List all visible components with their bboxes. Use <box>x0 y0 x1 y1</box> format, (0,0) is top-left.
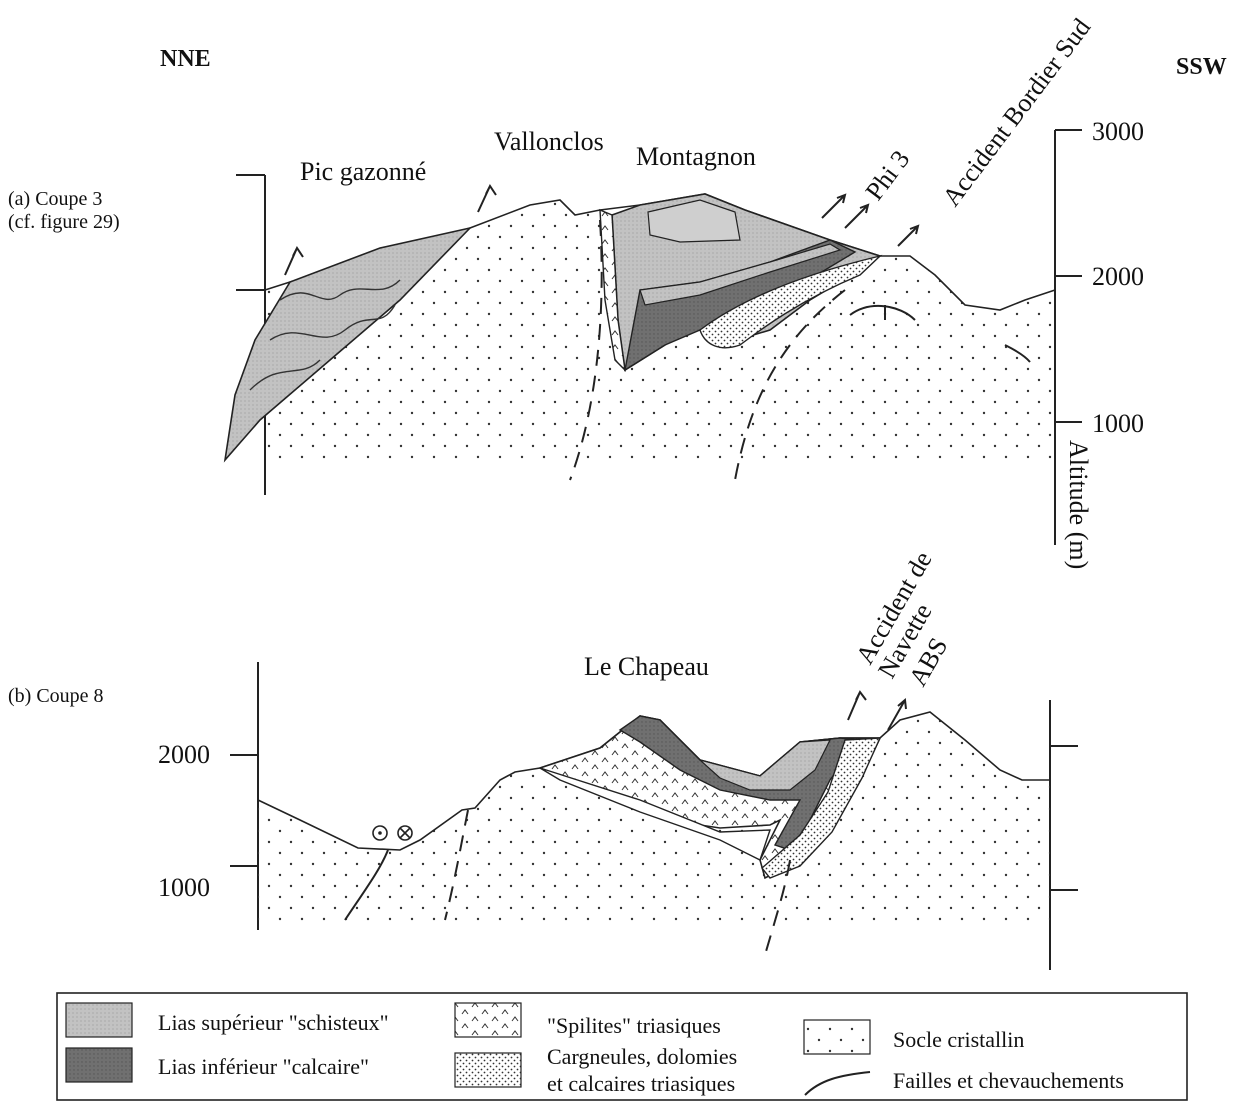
pic-gazonne-schist <box>223 226 473 463</box>
tick-label-3000: 3000 <box>1092 117 1144 146</box>
nne-label: NNE <box>160 46 211 72</box>
out-of-plane-dot <box>378 831 382 835</box>
montagnon-schist-band <box>639 243 842 306</box>
legend-label-fault: Failles et chevauchements <box>893 1068 1124 1093</box>
tick-label-2000-b: 2000 <box>158 740 210 769</box>
place-montagnon: Montagnon <box>636 142 756 171</box>
legend-label-spilite: "Spilites" triasiques <box>547 1013 721 1038</box>
tick-label-1000-b: 1000 <box>158 873 210 902</box>
fault-b-3 <box>764 859 791 956</box>
place-le-chapeau: Le Chapeau <box>584 652 709 681</box>
montagnon-core <box>647 199 741 243</box>
place-vallonclos: Vallonclos <box>494 127 604 156</box>
legend-box <box>56 992 1188 1101</box>
thrust-arrow <box>887 698 907 731</box>
thrust-arrow <box>897 224 920 247</box>
altitude-axis-title: Altitude (m) <box>1064 440 1093 569</box>
thrust-arrow <box>477 184 497 213</box>
thrust-arrow <box>847 690 867 721</box>
tick-label-2000: 2000 <box>1092 262 1144 291</box>
section-a: (a) Coupe 3 (cf. figure 29) Pic gazonné … <box>8 13 1144 569</box>
legend-label-socle: Socle cristallin <box>893 1027 1024 1052</box>
section-b: (b) Coupe 8 2000 1000 Le Chapeau Acciden… <box>8 546 1078 970</box>
fault-b-2 <box>444 809 469 921</box>
legend-swatch-socle <box>803 1019 871 1055</box>
fault-a-2 <box>734 289 846 481</box>
fault-a-1 <box>569 219 603 481</box>
chapeau-triassic <box>761 737 882 879</box>
thrust-arrow <box>844 203 870 229</box>
chapeau-base-triassic <box>539 767 771 861</box>
fault-b-1 <box>344 849 389 921</box>
section-b-label: (b) Coupe 8 <box>8 685 104 707</box>
thrust-arrow <box>821 193 847 219</box>
legend-label-limestone: Lias inférieur "calcaire" <box>158 1054 369 1079</box>
legend-swatch-fault <box>804 1071 871 1096</box>
fault-label-abs: Accident Bordier Sud <box>937 13 1097 212</box>
fault-label-phi3: Phi 3 <box>860 145 916 206</box>
into-plane-symbol <box>397 825 413 841</box>
section-a-ref: (cf. figure 29) <box>8 211 120 233</box>
legend-swatch-spilite <box>454 1002 522 1038</box>
montagnon-triassic <box>699 254 883 349</box>
legend-label-schist: Lias supérieur "schisteux" <box>158 1010 389 1035</box>
chapeau-schist <box>699 739 832 791</box>
place-pic-gazonne: Pic gazonné <box>300 157 426 186</box>
legend-swatch-cargneule <box>454 1052 522 1088</box>
section-a-label: (a) Coupe 3 <box>8 188 102 210</box>
thrust-arrow <box>284 246 304 276</box>
vallonclos-spilite <box>599 208 626 372</box>
legend-swatch-schist <box>65 1002 133 1038</box>
legend: Lias supérieur "schisteux" Lias inférieu… <box>56 992 1188 1101</box>
fold-marker <box>884 305 1031 363</box>
tick-label-1000: 1000 <box>1092 409 1144 438</box>
legend-label-cargneule-2: et calcaires triasiques <box>547 1071 735 1096</box>
into-plane-cross <box>399 827 411 839</box>
legend-label-cargneule-1: Cargneules, dolomies <box>547 1044 737 1069</box>
ssw-label: SSW <box>1176 54 1227 80</box>
schist-folds <box>249 279 401 391</box>
out-of-plane-symbol <box>372 825 388 841</box>
legend-swatch-limestone <box>65 1047 133 1083</box>
